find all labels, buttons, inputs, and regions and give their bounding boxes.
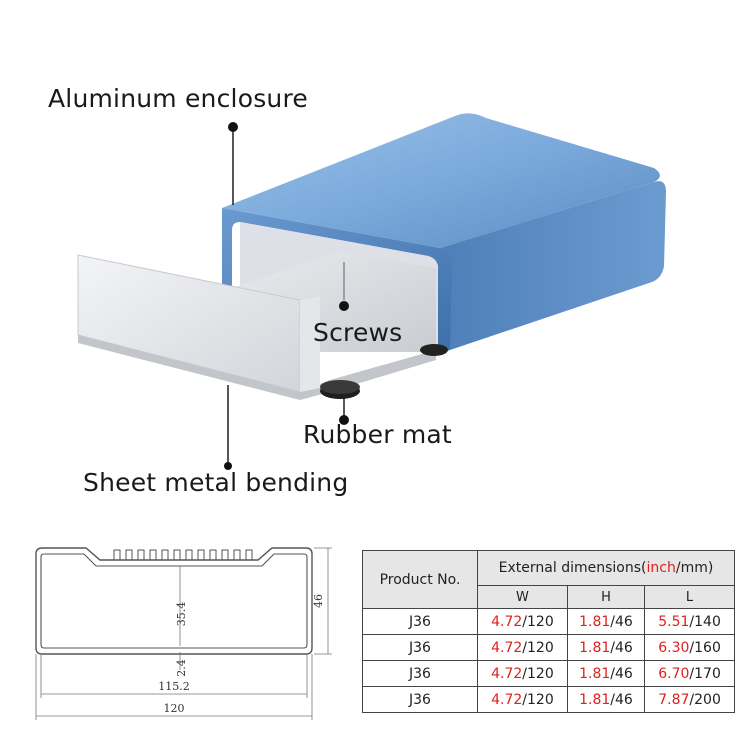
- callout-rubber-mat: Rubber mat: [303, 420, 452, 449]
- callout-screws: Screws: [313, 318, 403, 347]
- table-row: J36 4.72/120 1.81/46 6.30/160: [362, 634, 735, 661]
- dim-width-inner: 115.2: [158, 680, 190, 693]
- table-row: J36 4.72/120 1.81/46 7.87/200: [362, 686, 735, 713]
- table-row: J36 4.72/120 1.81/46 5.51/140: [362, 608, 735, 635]
- enclosure-top: [222, 113, 660, 248]
- cross-section-drawing: 35.4 46 2.4 115.2 120: [35, 547, 332, 720]
- profile-outer: [35, 547, 313, 655]
- callout-aluminum-enclosure: Aluminum enclosure: [48, 84, 308, 113]
- profile-inner: [40, 553, 308, 649]
- external-dimensions-header: External dimensions(inch/mm): [477, 550, 735, 586]
- col-l-header: L: [644, 585, 735, 609]
- product-header: Product No.: [362, 550, 478, 609]
- col-w-header: W: [477, 585, 568, 609]
- callout-sheet-metal-bending: Sheet metal bending: [83, 468, 349, 497]
- enclosure-illustration: [77, 113, 666, 470]
- dim-width-outer: 120: [164, 702, 185, 715]
- callout-dot-screws: [339, 301, 349, 311]
- dim-height-outer: 46: [312, 594, 325, 608]
- table-row: J36 4.72/120 1.81/46 6.70/170: [362, 660, 735, 687]
- enclosure-front: [222, 208, 452, 354]
- heatsink-fins: [113, 549, 253, 560]
- dim-floor: 2.4: [175, 659, 188, 677]
- callout-dot-rubber: [339, 415, 349, 425]
- callout-dot-enclosure: [228, 122, 238, 132]
- col-h-header: H: [566, 585, 646, 609]
- rubber-mat-foot-rear: [420, 344, 448, 356]
- dimension-table: Product No. External dimensions(inch/mm)…: [362, 550, 735, 713]
- dim-height-inner: 35.4: [175, 602, 188, 627]
- callout-dot-bending: [224, 462, 232, 470]
- enclosure-side: [440, 181, 666, 350]
